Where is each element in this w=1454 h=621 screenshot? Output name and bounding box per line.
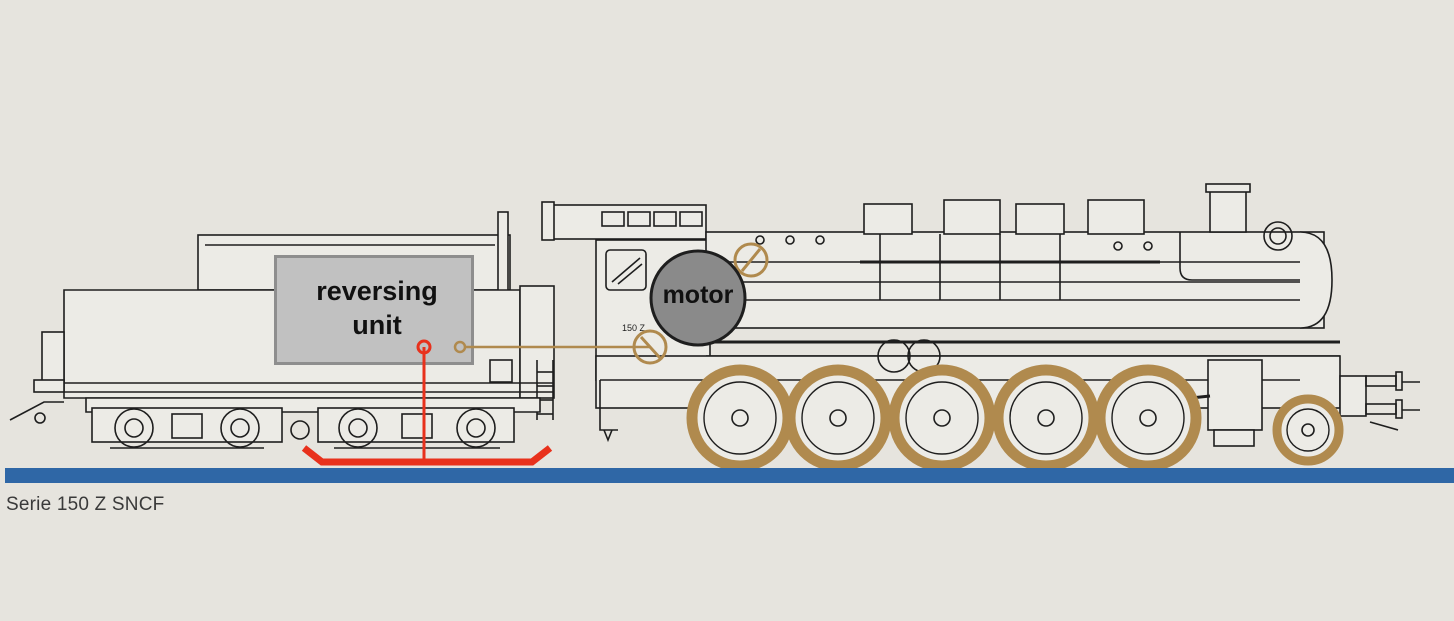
motor: [649, 249, 747, 347]
motor-linkage: [453, 242, 769, 365]
cab-number: 150 Z: [622, 323, 646, 333]
boiler-domes: [863, 199, 1145, 235]
cab-window: [605, 249, 647, 291]
pony-truck-wheel: [1272, 394, 1344, 466]
chimney: [1209, 187, 1247, 233]
driving-wheels: [686, 364, 1344, 472]
driving-wheel-3: [888, 364, 996, 472]
driving-wheel-4: [992, 364, 1100, 472]
reversing-unit-box: reversing unit: [274, 255, 474, 365]
motor-label: motor: [662, 281, 734, 309]
tender-bogie-rear: [290, 407, 515, 449]
motor-brush-upper: [733, 242, 769, 278]
driving-wheel-5: [1094, 364, 1202, 472]
caption: Serie 150 Z SNCF: [6, 494, 165, 515]
cab-roof: [551, 204, 707, 240]
reversing-unit-label-line2: unit: [352, 310, 402, 340]
driving-wheel-2: [784, 364, 892, 472]
rail: [5, 468, 1454, 483]
cylinder: [1207, 359, 1263, 431]
tender-bogie-front: [91, 407, 283, 449]
motor-brush-lower: [632, 329, 668, 365]
driving-wheel-1: [686, 364, 794, 472]
reversing-unit-label-line1: reversing: [316, 276, 438, 306]
